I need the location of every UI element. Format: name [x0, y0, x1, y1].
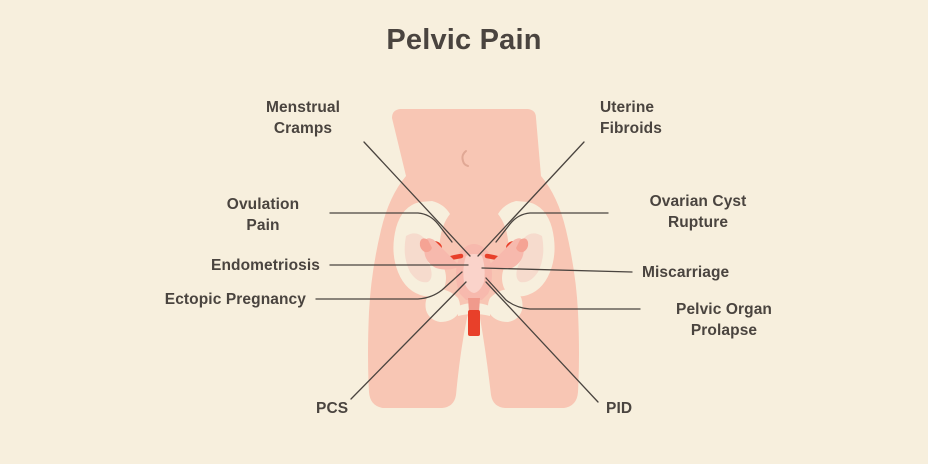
right-ischium-bone [488, 289, 523, 322]
vaginal-canal [468, 310, 480, 336]
label-uterine-fibroids: Uterine Fibroids [600, 99, 662, 137]
endometrial-cavity [463, 254, 485, 293]
label-ovarian-cyst-rupture: Ovarian Cyst Rupture [649, 193, 747, 231]
right-fimbriae [516, 238, 529, 253]
right-broad-ligament [488, 238, 524, 270]
label-pcs: PCS [316, 400, 349, 417]
page-title: Pelvic Pain [386, 24, 542, 56]
label-pid: PID [606, 400, 633, 417]
leader-line-ovarian-cyst-rupture [495, 212, 609, 243]
left-fimbriae [419, 238, 432, 253]
label-miscarriage: Miscarriage [642, 264, 730, 281]
label-pelvic-organ-prolapse: Pelvic Organ Prolapse [676, 301, 772, 339]
leader-line-ovulation-pain [329, 212, 453, 243]
label-endometriosis: Endometriosis [211, 257, 320, 274]
leader-line-miscarriage [481, 267, 633, 273]
leader-line-pid [485, 281, 599, 403]
leader-lines-group [315, 141, 641, 403]
label-ectopic-pregnancy: Ectopic Pregnancy [164, 291, 306, 308]
cervix [468, 298, 480, 312]
leader-line-ectopic-pregnancy [315, 271, 463, 300]
leader-line-pcs [350, 281, 467, 400]
leader-line-pelvic-organ-prolapse [485, 277, 641, 310]
leader-line-menstrual-cramps [363, 141, 471, 257]
leader-line-uterine-fibroids [477, 141, 585, 257]
left-bone-shadow [404, 233, 432, 283]
uterus-organ-group [419, 238, 529, 336]
navel-mark [461, 150, 469, 167]
left-broad-ligament [424, 238, 460, 270]
label-ovulation-pain: Ovulation Pain [226, 196, 300, 234]
label-menstrual-cramps: Menstrual Cramps [265, 99, 341, 137]
uterus-fundus [458, 244, 490, 254]
thigh-gap-shape [458, 300, 490, 407]
